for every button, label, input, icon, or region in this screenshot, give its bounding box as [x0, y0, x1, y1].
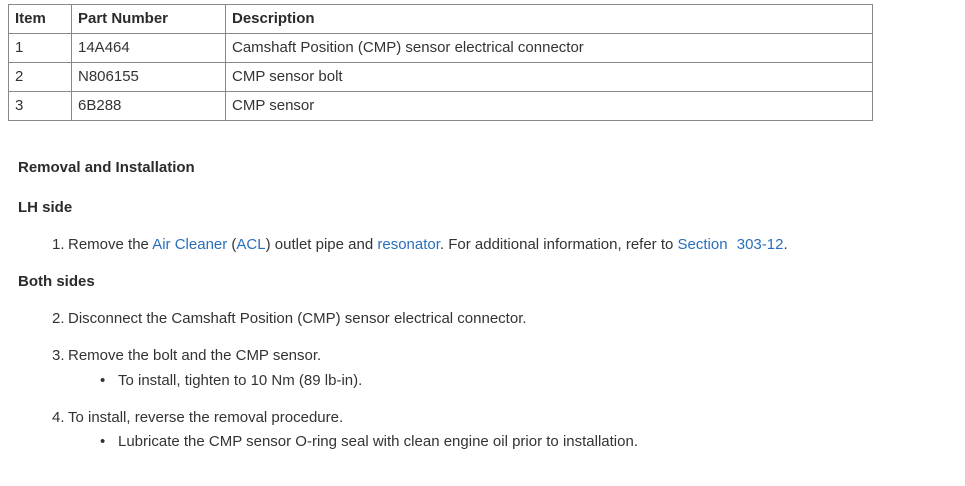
link-section-word: Section [677, 236, 728, 253]
cell-item: 3 [8, 91, 72, 121]
table-row: 3 6B288 CMP sensor [8, 91, 873, 121]
heading-both-sides: Both sides [18, 273, 95, 290]
procedure-step-3-sub-bullet: • To install, tighten to 10 Nm (89 lb-in)… [100, 371, 362, 391]
step-text-after-link: . For additional information, refer to [439, 236, 678, 253]
cell-description: Camshaft Position (CMP) sensor electrica… [225, 33, 873, 63]
table-row: 1 14A464 Camshaft Position (CMP) sensor … [8, 33, 873, 63]
procedure-step-3: 3.Remove the bolt and the CMP sensor. [52, 346, 321, 366]
parts-table-body: 1 14A464 Camshaft Position (CMP) sensor … [8, 33, 873, 121]
column-header-part-number: Part Number [71, 4, 226, 34]
link-acl[interactable]: ACL [236, 236, 266, 253]
step-text: Disconnect the Camshaft Position (CMP) s… [68, 310, 527, 327]
sub-bullet-text: To install, tighten to 10 Nm (89 lb-in). [118, 372, 363, 389]
bullet-icon: • [100, 372, 106, 389]
table-header-row: Item Part Number Description [8, 4, 873, 34]
table-row: 2 N806155 CMP sensor bolt [8, 62, 873, 92]
procedure-step-4-sub-bullet: • Lubricate the CMP sensor O-ring seal wi… [100, 432, 638, 452]
step-text: To install, reverse the removal procedur… [68, 409, 344, 426]
bullet-icon: • [100, 433, 106, 450]
procedure-step-2: 2.Disconnect the Camshaft Position (CMP)… [52, 309, 527, 329]
cell-item: 2 [8, 62, 72, 92]
cell-description: CMP sensor bolt [225, 62, 873, 92]
sub-bullet-text: Lubricate the CMP sensor O-ring seal wit… [118, 433, 638, 450]
column-header-description: Description [225, 4, 873, 34]
link-air-cleaner[interactable]: Air Cleaner [152, 236, 228, 253]
cell-part-number: 6B288 [71, 91, 226, 121]
link-resonator[interactable]: resonator [377, 236, 440, 253]
cell-part-number: N806155 [71, 62, 226, 92]
parts-table: Item Part Number Description 1 14A464 Ca… [8, 4, 873, 121]
cell-item: 1 [8, 33, 72, 63]
step-number: 4. [52, 409, 65, 426]
step-text-between-1: ( [227, 236, 237, 253]
cell-description: CMP sensor [225, 91, 873, 121]
procedure-step-4: 4.To install, reverse the removal proced… [52, 408, 343, 428]
procedure-step-1: 1.Remove the Air Cleaner (ACL) outlet pi… [52, 235, 788, 255]
parts-table-container: Item Part Number Description 1 14A464 Ca… [8, 4, 873, 121]
step-text-end: . [783, 236, 788, 253]
step-text-between-2: ) outlet pipe and [265, 236, 378, 253]
step-text: Remove the bolt and the CMP sensor. [68, 347, 322, 364]
link-section-303-12[interactable]: Section 303-12 [678, 236, 784, 253]
step-number: 3. [52, 347, 65, 364]
parts-table-header: Item Part Number Description [8, 4, 873, 34]
heading-removal-and-installation: Removal and Installation [18, 159, 195, 176]
heading-lh-side: LH side [18, 199, 73, 216]
step-number: 1. [52, 236, 65, 253]
column-header-item: Item [8, 4, 72, 34]
step-text-before-link: Remove the [68, 236, 153, 253]
step-number: 2. [52, 310, 65, 327]
link-section-number: 303-12 [736, 236, 784, 253]
cell-part-number: 14A464 [71, 33, 226, 63]
